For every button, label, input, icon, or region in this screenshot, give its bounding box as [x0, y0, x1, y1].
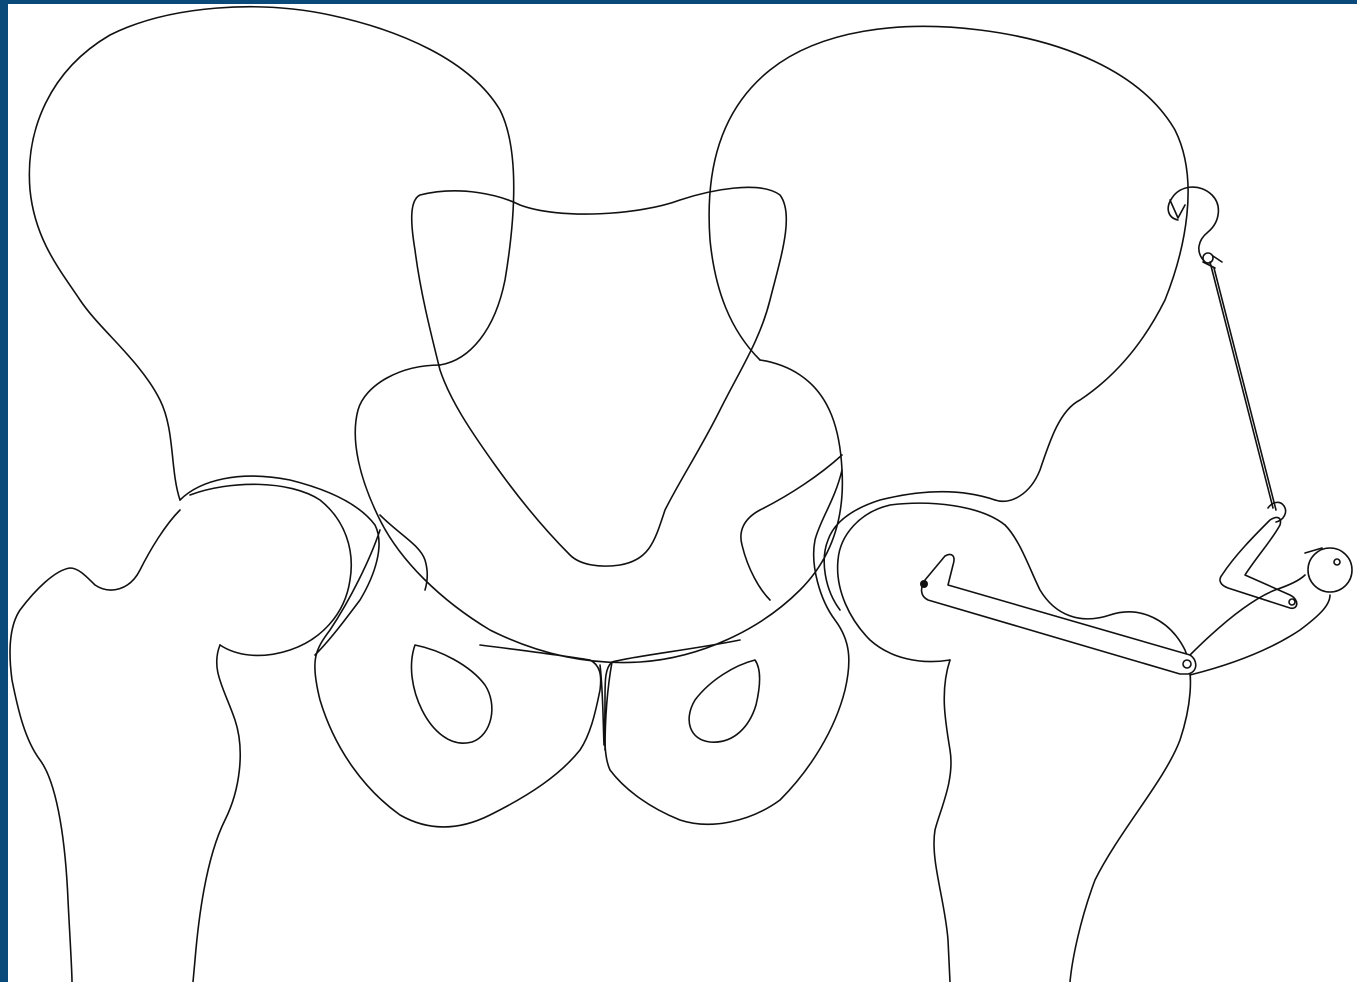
pointer-hook-arrow	[1170, 200, 1185, 218]
left-obturator-foramen	[411, 645, 491, 743]
left-inner-pelvic-line	[380, 515, 427, 590]
figure-elbow	[1289, 599, 1295, 605]
pointer-hook-icon	[1168, 187, 1218, 262]
figure-head	[1308, 548, 1352, 592]
right-inner-pelvic-line	[741, 455, 842, 600]
left-acetabulum	[180, 476, 379, 655]
right-obturator-foramen	[689, 660, 760, 742]
right-femur	[1005, 525, 1190, 982]
pointer-string	[1214, 268, 1276, 510]
lever-arm	[922, 554, 1196, 674]
right-femur-medial	[934, 660, 951, 982]
left-femur-medial	[193, 645, 240, 982]
pointer-hook-knot	[1203, 253, 1213, 263]
left-femur	[10, 510, 180, 982]
right-pubic-ischium	[605, 470, 849, 824]
sacrum	[412, 187, 787, 566]
figure-eye-icon	[1334, 559, 1340, 565]
pointer-stick	[1210, 262, 1273, 508]
pelvic-brim	[355, 360, 842, 663]
left-iliac-wing	[29, 7, 513, 500]
left-pubic-ischium	[315, 530, 601, 827]
left-femoral-head	[190, 484, 351, 655]
lever-tip-dot	[920, 580, 928, 588]
figure-arm	[1220, 518, 1297, 609]
figure-body	[1190, 575, 1330, 675]
right-iliac-wing	[709, 26, 1188, 501]
